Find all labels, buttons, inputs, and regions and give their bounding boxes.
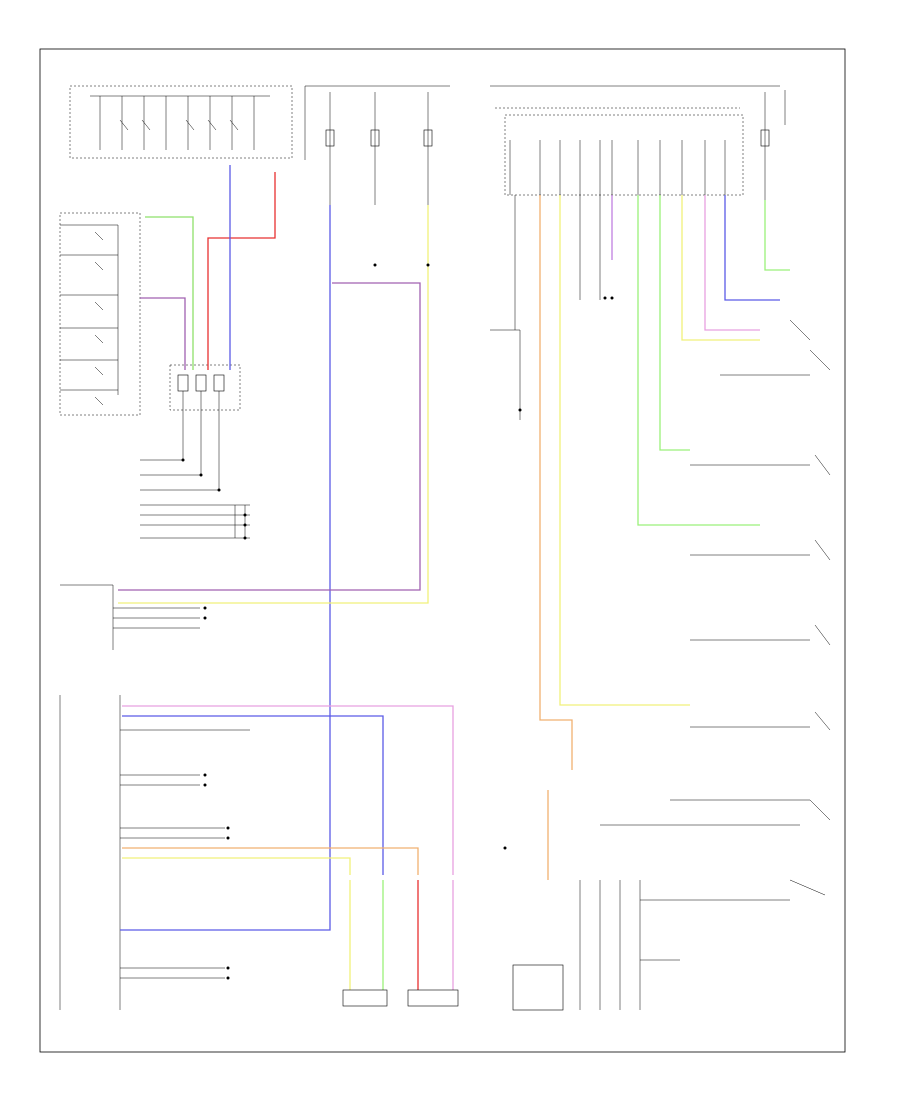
- wire-blue-cluster: [122, 715, 384, 875]
- wire-green-right: [637, 195, 760, 526]
- wire-green-right-2: [659, 195, 690, 451]
- top-right-module: [490, 85, 786, 200]
- wire-red: [207, 172, 276, 370]
- left-switch-pack: [59, 212, 141, 416]
- wire-blue-right: [724, 195, 780, 301]
- wire-yellow-center: [118, 205, 429, 604]
- wire-green-left: [145, 216, 194, 370]
- wire-yellow-right-2: [681, 195, 760, 341]
- top-center-fuses: [304, 85, 450, 205]
- left-module-2: [60, 584, 200, 650]
- wire-yellow-cluster: [122, 857, 351, 875]
- left-instrument-module: [59, 695, 250, 1010]
- bottom-connectors: [342, 880, 790, 1011]
- diagram-border: [39, 48, 846, 1053]
- bottom-connector-stubs: [349, 880, 454, 990]
- wire-purple-center: [118, 282, 421, 591]
- wire-orange-right: [539, 195, 573, 770]
- wire-yellow-right: [559, 195, 690, 706]
- wire-orange-cluster: [122, 847, 419, 875]
- wire-pink-right: [704, 195, 760, 331]
- left-mid-list: [140, 504, 250, 539]
- wire-blue-center: [120, 205, 331, 931]
- wire-purple-left: [140, 297, 186, 370]
- left-connector-block: [140, 364, 241, 491]
- wire-green-top-right: [764, 200, 790, 271]
- right-switches: [600, 319, 831, 896]
- right-mid-lines: [490, 195, 601, 420]
- top-left-fuse-box: [69, 85, 293, 159]
- junction-nodes: [181, 263, 614, 980]
- wire-pink: [122, 705, 454, 875]
